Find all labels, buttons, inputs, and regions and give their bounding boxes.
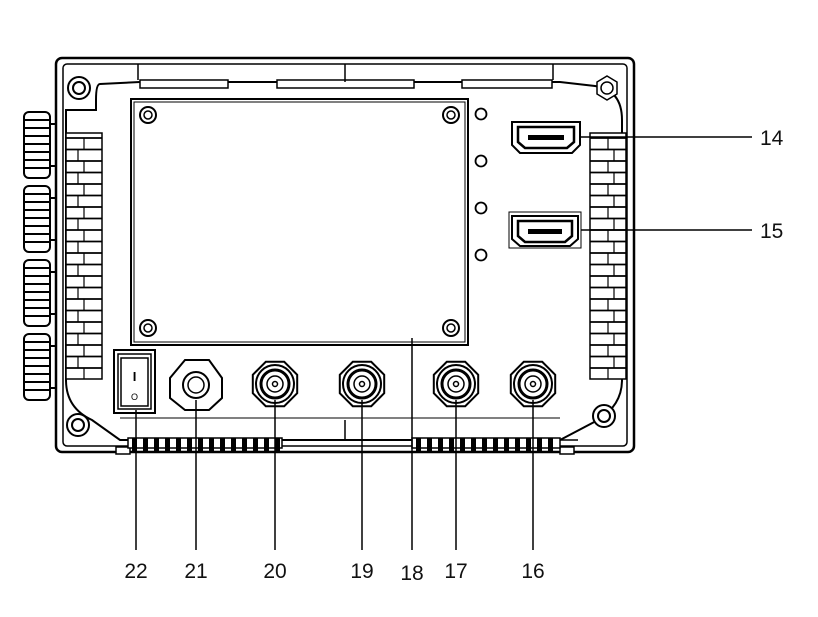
comb-tooth <box>220 438 225 452</box>
comb-tooth <box>471 438 476 452</box>
comb-tooth <box>504 438 509 452</box>
plate-screw-bl <box>139 319 157 337</box>
comb-tooth <box>482 438 487 452</box>
comb-tooth <box>493 438 498 452</box>
callout-19: 19 <box>350 560 373 583</box>
callout-22: 22 <box>124 560 147 583</box>
mounting-plate <box>130 98 469 346</box>
bnc-19 <box>338 360 386 408</box>
comb-tooth <box>548 438 553 452</box>
comb-tooth <box>187 438 192 452</box>
comb-tooth <box>242 438 247 452</box>
comb-tooth <box>253 438 258 452</box>
comb-strip <box>127 437 283 449</box>
bnc-17 <box>432 360 480 408</box>
knob-2 <box>23 185 59 253</box>
switch-off-mark: O <box>131 392 138 402</box>
leader-lines <box>135 136 752 550</box>
callout-15: 15 <box>760 220 783 243</box>
bnc-center-pin <box>452 380 460 388</box>
callout-20: 20 <box>263 560 286 583</box>
comb-tooth <box>537 438 542 452</box>
comb-tooth <box>231 438 236 452</box>
comb-tooth <box>209 438 214 452</box>
corner-screw-bottom-right <box>592 404 616 428</box>
power-switch: I O <box>113 349 156 414</box>
corner-screw-bottom-left <box>66 413 90 437</box>
callout-16: 16 <box>521 560 544 583</box>
side-knobs <box>23 111 59 401</box>
callout-14: 14 <box>760 127 784 150</box>
comb-tooth <box>176 438 181 452</box>
switch-on-mark: I <box>133 369 137 384</box>
bnc-20 <box>251 360 299 408</box>
corner-screw-top-left <box>67 76 91 100</box>
comb-tooth <box>275 438 280 452</box>
plate-screw-br <box>442 319 460 337</box>
bnc-center-pin <box>271 380 279 388</box>
comb-tooth <box>416 438 421 452</box>
knob-4 <box>23 333 59 401</box>
left-vent-grille <box>65 132 103 380</box>
comb-tooth <box>460 438 465 452</box>
comb-tooth <box>264 438 269 452</box>
callout-18: 18 <box>400 562 423 585</box>
bnc-center-pin <box>358 380 366 388</box>
comb-tooth <box>165 438 170 452</box>
knob-1 <box>23 111 59 179</box>
corner-screw-top-right <box>596 75 618 101</box>
dc-power-jack <box>169 359 223 411</box>
comb-tooth <box>438 438 443 452</box>
comb-tooth <box>515 438 520 452</box>
comb-tooth <box>449 438 454 452</box>
bnc-center-pin <box>529 380 537 388</box>
comb-tooth <box>526 438 531 452</box>
bnc-16 <box>509 360 557 408</box>
bnc-connectors <box>251 360 557 408</box>
callout-labels: 14 15 22 21 20 19 18 17 16 <box>124 127 783 585</box>
indicator-holes <box>474 107 488 262</box>
bottom-vent-comb <box>127 437 561 452</box>
corner-screws <box>66 75 618 437</box>
hdmi-port-14 <box>511 121 581 154</box>
callout-21: 21 <box>184 560 207 583</box>
knob-3 <box>23 259 59 327</box>
plate-screw-tr <box>442 106 460 124</box>
plate-screw-tl <box>139 106 157 124</box>
comb-tooth <box>143 438 148 452</box>
comb-tooth <box>132 438 137 452</box>
hdmi-port-15 <box>508 211 582 249</box>
comb-tooth <box>427 438 432 452</box>
comb-tooth <box>198 438 203 452</box>
right-vent-grille <box>589 132 627 380</box>
comb-tooth <box>154 438 159 452</box>
callout-17: 17 <box>444 560 467 583</box>
